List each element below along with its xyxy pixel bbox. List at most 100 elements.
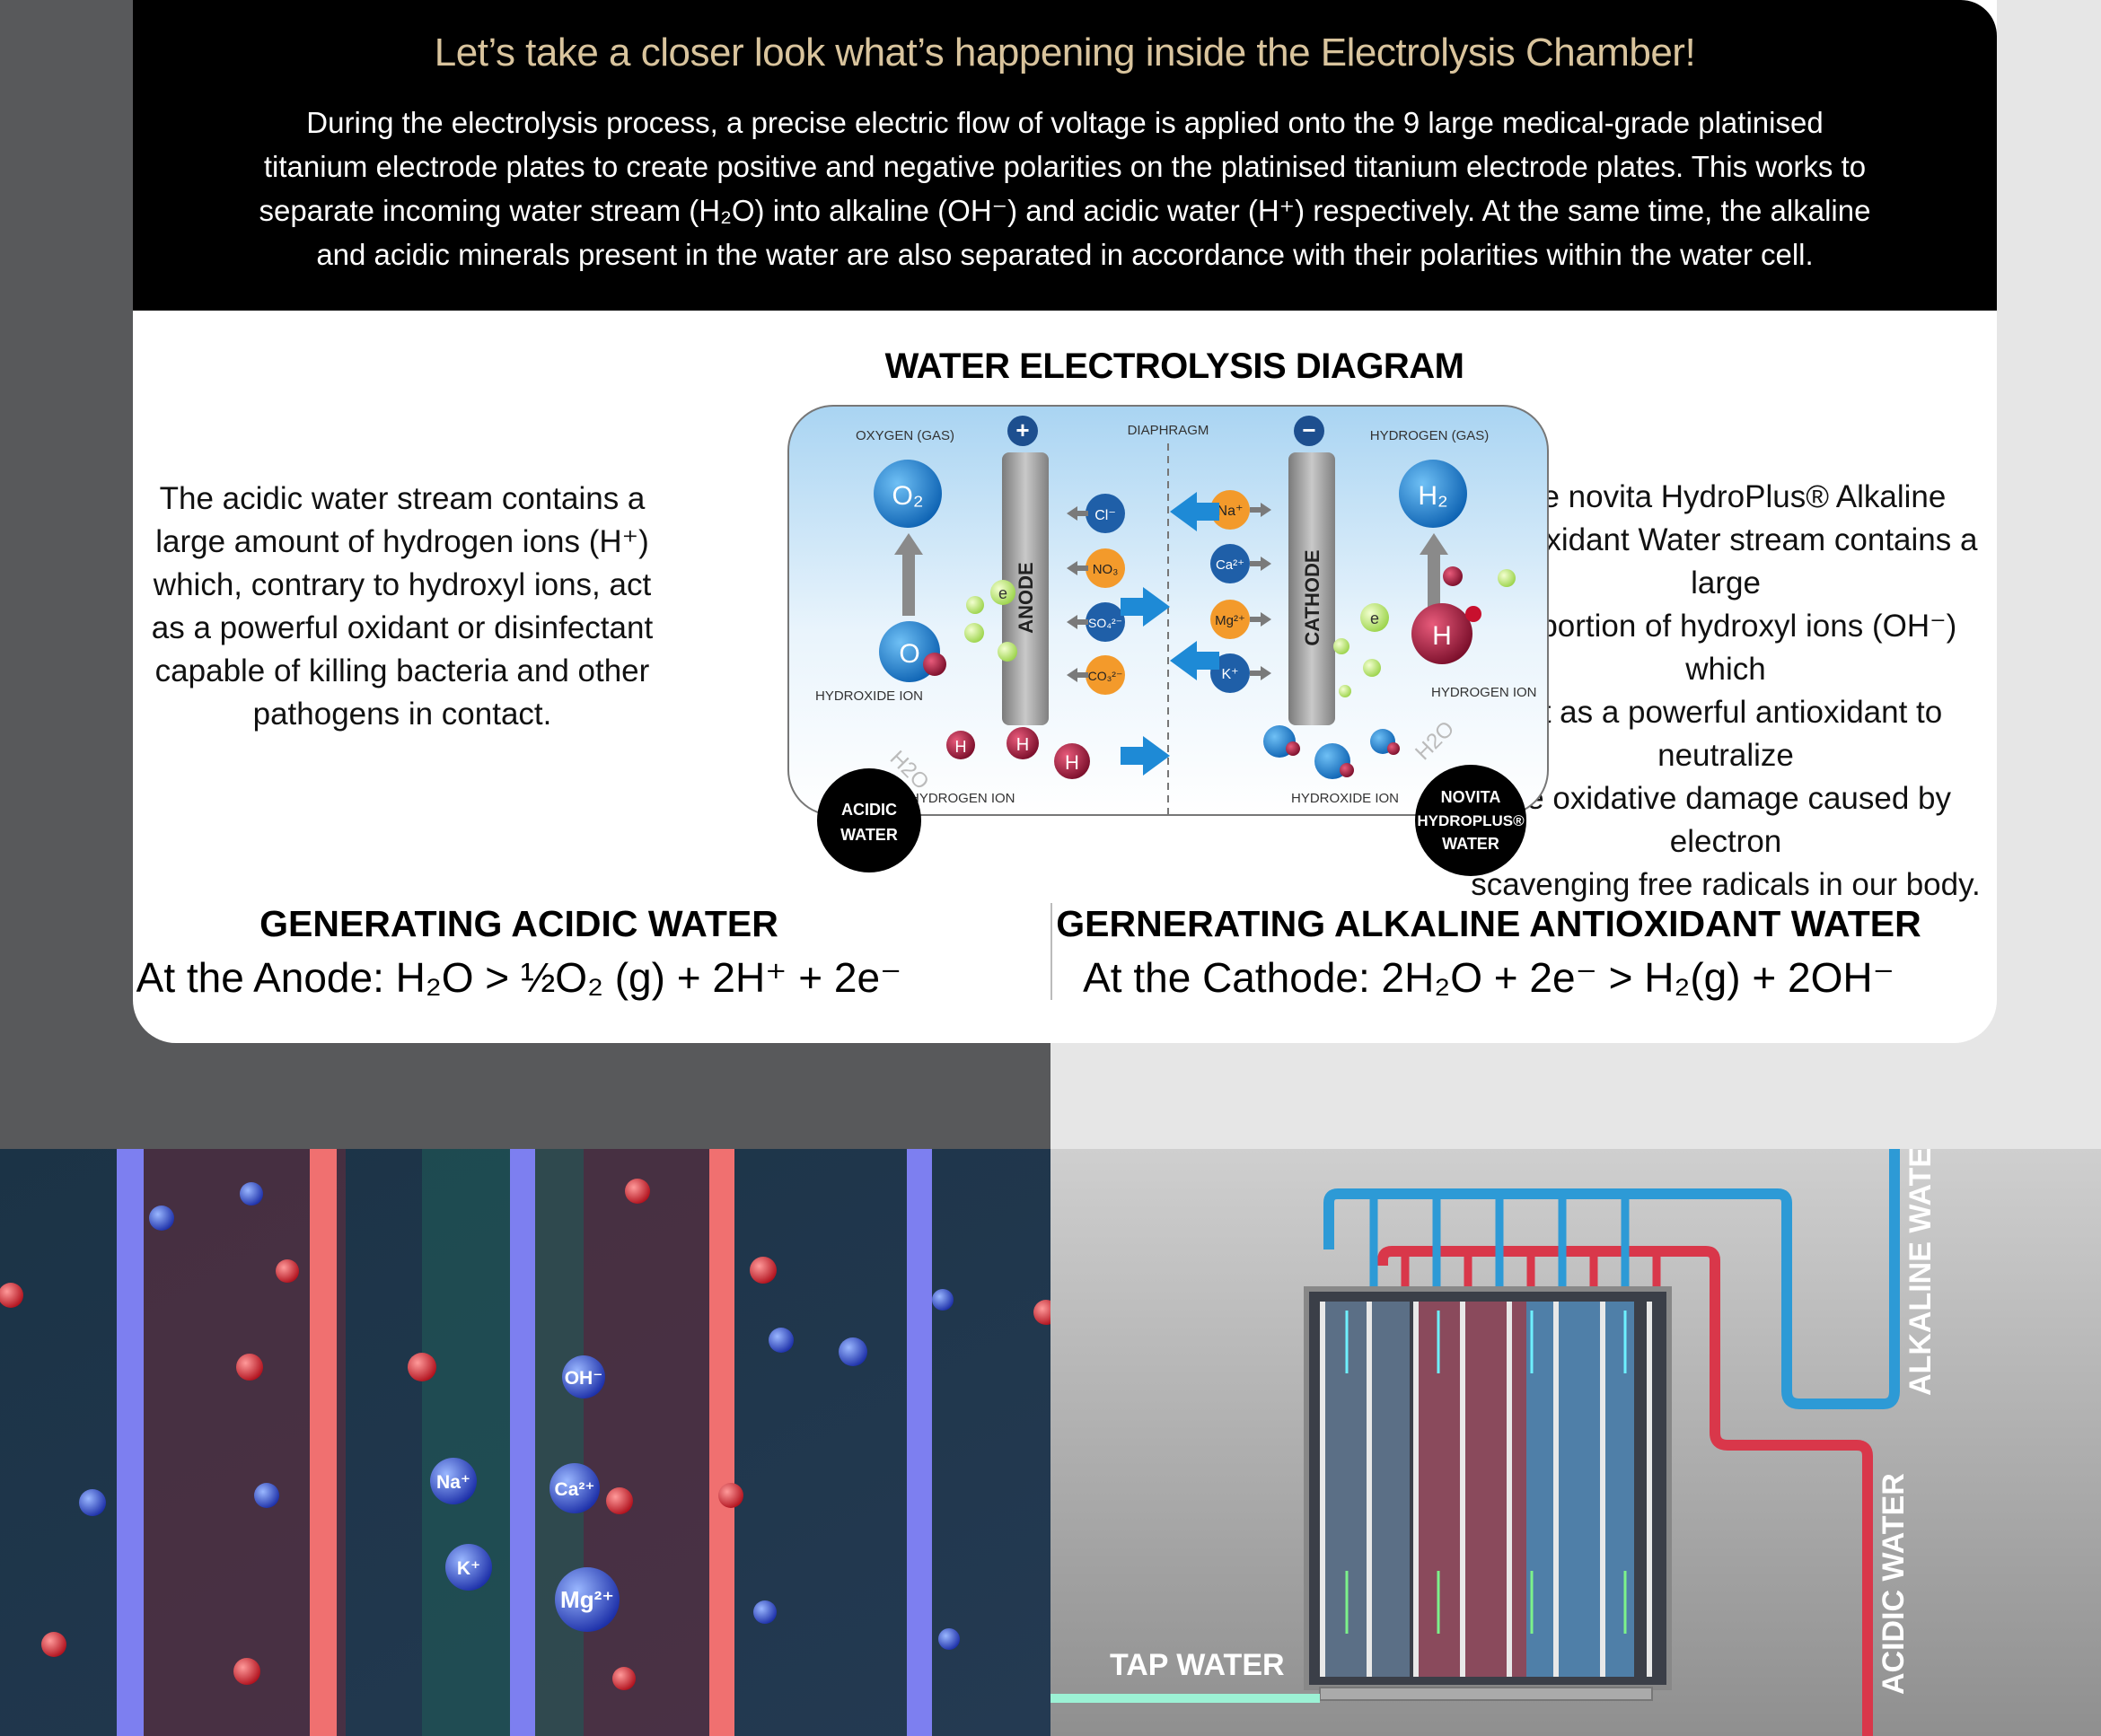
acidic-water-badge — [817, 768, 921, 872]
tap-water-label: TAP WATER — [1110, 1648, 1285, 1682]
electron — [1360, 603, 1389, 632]
diaphragm-label: DIAPHRAGM — [1128, 423, 1209, 438]
up-arrow — [902, 553, 915, 616]
inlet-manifold — [1319, 1687, 1653, 1701]
header-block: Let’s take a closer look what’s happenin… — [133, 0, 1997, 311]
svg-text:Mg²⁺: Mg²⁺ — [1215, 613, 1245, 628]
intro-paragraph: During the electrolysis process, a preci… — [241, 101, 1889, 276]
svg-text:−: − — [1302, 416, 1315, 443]
text-line: which, contrary to hydroxyl ions, act — [153, 567, 652, 602]
diagram-title: WATER ELECTROLYSIS DIAGRAM — [884, 346, 1464, 386]
cathode-rod — [1288, 452, 1335, 725]
svg-text:OH⁻: OH⁻ — [565, 1368, 603, 1389]
sulfate-ion — [1086, 602, 1125, 642]
electrode-plate — [510, 1149, 535, 1736]
svg-text:e: e — [1370, 609, 1379, 627]
svg-text:K⁺: K⁺ — [1221, 667, 1238, 682]
section-divider — [1050, 903, 1052, 1000]
svg-text:e: e — [998, 584, 1007, 602]
hydroxide-ion-label-left: HYDROXIDE ION — [815, 688, 923, 704]
svg-text:+: + — [1015, 416, 1029, 443]
electron — [1363, 659, 1381, 677]
hydroxide-ion-label-right: HYDROXIDE ION — [1291, 791, 1399, 806]
hydroxide-ion-ball — [562, 1355, 605, 1398]
h2-molecule — [1399, 460, 1467, 528]
svg-text:O₂: O₂ — [892, 481, 924, 511]
text-line: act as a powerful antioxidant to neutral… — [1508, 695, 1943, 773]
electron — [1333, 638, 1349, 654]
nitrate-ion — [1086, 548, 1125, 588]
acidic-water-label: ACIDIC WATER — [1877, 1473, 1911, 1695]
svg-text:SO₄²⁻: SO₄²⁻ — [1088, 616, 1122, 630]
svg-text:ACIDIC: ACIDIC — [841, 801, 897, 819]
chamber-illustration: OH⁻ Na⁺ Ca²⁺ K⁺ Mg²⁺ — [0, 1149, 1050, 1736]
svg-text:Na⁺: Na⁺ — [436, 1472, 470, 1493]
calcium-ion-ball — [549, 1463, 600, 1513]
magnesium-ion-ball — [555, 1567, 620, 1632]
text-line: The acidic water stream contains a — [159, 481, 646, 516]
cathode-equation: At the Cathode: 2H₂O + 2e⁻ > H₂(g) + 2OH… — [1083, 954, 1894, 1001]
svg-text:WATER: WATER — [840, 826, 898, 844]
intro-line: separate incoming water stream (H₂O) int… — [259, 194, 1871, 227]
svg-text:H₂: H₂ — [1418, 481, 1447, 511]
hydrogen-ion — [1054, 743, 1090, 779]
electron — [1339, 685, 1351, 697]
electrode-plate — [709, 1149, 734, 1736]
electrode-plate — [117, 1149, 144, 1736]
potassium-ion-ball — [445, 1544, 492, 1591]
svg-text:NOVITA: NOVITA — [1441, 788, 1501, 806]
water-cell-illustration: ALKALINE WATER ACIDIC WATER TAP WATER — [1050, 1149, 2101, 1736]
hydrogen-ion-right — [1411, 603, 1472, 664]
electrolysis-diagram: OXYGEN (GAS) DIAPHRAGM HYDROGEN (GAS) + … — [787, 405, 1549, 876]
svg-text:H: H — [1016, 735, 1029, 755]
electron — [998, 642, 1017, 662]
electron — [990, 580, 1015, 605]
sodium-ion-ball — [430, 1458, 477, 1504]
left-arrow — [1170, 641, 1219, 680]
svg-text:NO₃: NO₃ — [1093, 562, 1119, 577]
text-line: the oxidative damage caused by electron — [1500, 781, 1951, 859]
intro-line: and acidic minerals present in the water… — [316, 238, 1814, 271]
anode-equation: At the Anode: H₂O > ½O₂ (g) + 2H⁺ + 2e⁻ — [136, 954, 902, 1001]
svg-text:H: H — [1065, 751, 1079, 774]
text-line: as a powerful oxidant or disinfectant — [151, 610, 654, 645]
svg-text:Ca²⁺: Ca²⁺ — [555, 1479, 595, 1500]
text-line: scavenging free radicals in our body. — [1471, 867, 1981, 902]
chloride-ion — [1086, 494, 1125, 533]
hydrogen-ion-label-right: HYDROGEN ION — [1431, 685, 1537, 700]
svg-text:HYDROPLUS®: HYDROPLUS® — [1417, 812, 1525, 829]
electron — [1498, 569, 1516, 587]
anion-column: Cl⁻ NO₃ SO₄²⁻ CO₃²⁻ — [1086, 494, 1125, 695]
alkaline-description: The novita HydroPlus® Alkaline Antioxida… — [1456, 476, 1995, 907]
svg-text:Na⁺: Na⁺ — [1218, 504, 1244, 519]
svg-text:CO₃²⁻: CO₃²⁻ — [1088, 669, 1123, 683]
svg-text:H: H — [955, 738, 967, 756]
hydrogen-ion — [1007, 727, 1039, 759]
svg-text:O: O — [899, 639, 919, 669]
svg-text:Mg²⁺: Mg²⁺ — [560, 1586, 614, 1613]
svg-text:K⁺: K⁺ — [457, 1558, 480, 1579]
o2-molecule — [874, 460, 942, 528]
acidic-description: The acidic water stream contains a large… — [151, 478, 654, 736]
electron — [966, 596, 984, 614]
alkaline-pipe — [1323, 1149, 1900, 1409]
minus-icon — [1294, 416, 1324, 446]
text-line: The novita HydroPlus® Alkaline — [1505, 479, 1947, 514]
hydrogen-gas-label: HYDROGEN (GAS) — [1370, 428, 1490, 443]
acidic-pipe — [1377, 1246, 1873, 1736]
text-line: Antioxidant Water stream contains a larg… — [1473, 522, 1978, 601]
intro-line: titanium electrode plates to create posi… — [263, 150, 1867, 183]
svg-text:H: H — [1432, 621, 1452, 651]
magnesium-ion — [1210, 600, 1250, 639]
text-line: proportion of hydroxyl ions (OH⁻) which — [1494, 609, 1957, 687]
svg-text:Cl⁻: Cl⁻ — [1094, 508, 1116, 523]
oxygen-gas-label: OXYGEN (GAS) — [856, 428, 954, 443]
acidic-heading: GENERATING ACIDIC WATER — [259, 903, 778, 944]
alkaline-water-label: ALKALINE WATER — [1903, 1149, 1938, 1396]
plus-icon — [1007, 416, 1038, 446]
carbonate-ion — [1086, 655, 1125, 695]
headline: Let’s take a closer look what’s happenin… — [434, 31, 1696, 75]
svg-text:WATER: WATER — [1442, 835, 1499, 853]
alkaline-heading: GERNERATING ALKALINE ANTIOXIDANT WATER — [1056, 903, 1921, 944]
info-card: Let’s take a closer look what’s happenin… — [133, 0, 1997, 1043]
